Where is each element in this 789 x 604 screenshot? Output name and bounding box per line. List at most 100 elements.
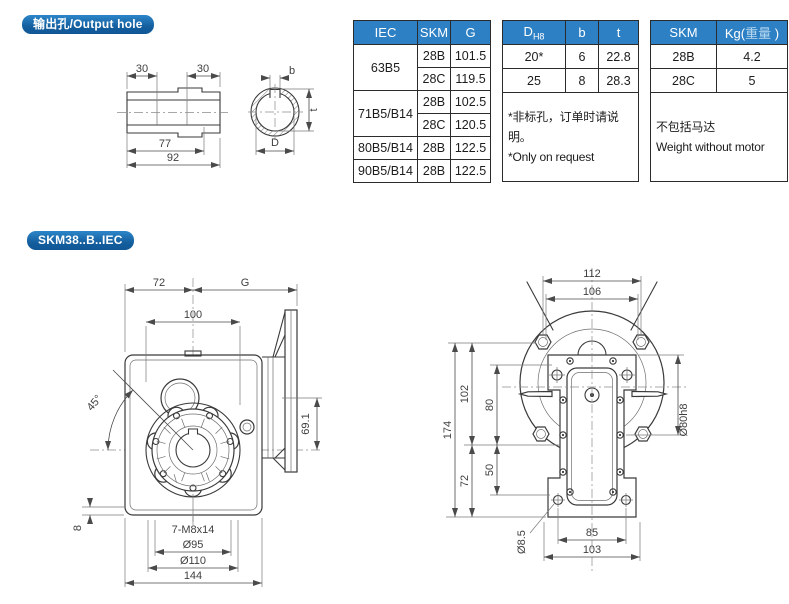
table-cell: 28C (417, 67, 451, 91)
table-cell: 20* (502, 44, 566, 69)
dim-144-label: 144 (184, 570, 202, 582)
table-row: 28C 120.5 (354, 113, 491, 137)
dim-80-label: 80 (484, 399, 496, 411)
section-badge-output-hole: 输出孔/Output hole (22, 15, 154, 34)
note-line-cn: 不包括马达 (656, 120, 716, 134)
dim-dia95-label: Ø95 (183, 539, 204, 551)
table-cell: 102.5 (450, 90, 491, 114)
table-cell: 28B (650, 44, 717, 69)
panel-hole-cross (549, 367, 635, 383)
table-cell: 119.5 (450, 67, 491, 91)
table-cell: 122.5 (450, 159, 491, 183)
cooling-fin-right (630, 281, 658, 331)
table-cell: 28B (417, 159, 451, 183)
hex-bolt (532, 334, 652, 442)
side-dims: 112 106 174 102 72 80 50 Ø8.5 Ø80h8 85 1… (442, 268, 690, 561)
table-row: 25 8 28.3 (502, 68, 639, 93)
table-note-row: *非标孔，订单时请说明。 *Only on request (502, 92, 639, 182)
table-note-cell: *非标孔，订单时请说明。 *Only on request (502, 92, 639, 182)
side-fin-left (517, 390, 553, 398)
table-row: 71B5/B14 28B 102.5 (353, 90, 491, 137)
col-header-g: G (450, 20, 491, 45)
table-cell: 22.8 (598, 44, 639, 69)
dim-b-label: b (289, 65, 295, 77)
dim-d-label: D (271, 137, 279, 149)
col-header-skm: SKM (417, 20, 451, 45)
table-cell: 71B5/B14 (353, 90, 418, 137)
dim-dia80h8-label: Ø80h8 (678, 403, 690, 436)
col-header-t: t (598, 20, 639, 45)
table-cell: 28.3 (598, 68, 639, 93)
col-header-d-h8: DH8 (502, 20, 566, 45)
bore-dimension-table: DH8 b t 20* 6 22.8 25 8 28.3 *非标孔，订单时请说明… (502, 20, 639, 182)
dim-77-label: 77 (159, 138, 171, 150)
table-cell: 120.5 (450, 113, 491, 137)
dim-50-label: 50 (484, 464, 496, 476)
table-cell: 25 (502, 68, 566, 93)
dim-102-label: 102 (459, 385, 471, 403)
table-header-row: SKM Kg(重量 ) (650, 20, 788, 45)
bore-cross-section (248, 84, 303, 140)
table-row: 20* 6 22.8 (502, 44, 639, 69)
dim-72-label: 72 (459, 475, 471, 487)
table-row: 28C 5 (650, 68, 788, 93)
table-cell: 28C (417, 113, 451, 137)
dim-dia8-5-label: Ø8.5 (516, 530, 528, 554)
table-cell: 28B (417, 136, 451, 160)
bearing-spokes (156, 418, 230, 483)
dim-85-label: 85 (586, 527, 598, 539)
table-row: 80B5/B14 28B 122.5 (353, 136, 491, 160)
front-dims: 72 G 100 69.1 8 7-M8x14 Ø95 Ø110 144 (72, 277, 322, 587)
table-cell: 6 (565, 44, 599, 69)
table-row: 90B5/B14 28B 122.5 (353, 159, 491, 183)
shaft-sleeve-dims: 30 30 77 92 (126, 63, 221, 168)
dim-92-label: 92 (167, 152, 179, 164)
table-cell: 101.5 (450, 44, 491, 68)
table-cell: 5 (716, 68, 788, 93)
table-cell: 8 (565, 68, 599, 93)
col-header-b: b (565, 20, 599, 45)
output-flange-side (262, 309, 298, 473)
dim-72-label: 72 (153, 277, 165, 289)
side-fin-right (631, 390, 669, 398)
dim-30-left-label: 30 (136, 63, 148, 75)
foot-hole-cross (551, 493, 633, 507)
table-cell: 28B (417, 90, 451, 114)
table-row: 28C 119.5 (354, 67, 491, 91)
table-note-row: 不包括马达 Weight without motor (650, 92, 788, 182)
note-line-en: *Only on request (508, 150, 595, 164)
table-row: 63B5 28B 101.5 (353, 44, 491, 91)
cooling-fin-left (526, 281, 554, 331)
col-header-kg: Kg(重量 ) (716, 20, 788, 45)
dim-t-label: t (308, 108, 320, 111)
dim-45deg-label: 45° (85, 393, 105, 413)
table-row: 28B 4.2 (650, 44, 788, 69)
table-header-row: DH8 b t (502, 20, 639, 45)
table-cell: 122.5 (450, 136, 491, 160)
iec-adapter-table: IEC SKM G 63B5 28B 101.5 28C 119.5 71B5/… (353, 20, 491, 183)
gearbox-side-view-drawing: 112 106 174 102 72 80 50 Ø8.5 Ø80h8 85 1… (442, 268, 690, 572)
gearbox-front-view-drawing: 45° 72 G 100 69.1 8 7-M8x14 Ø95 Ø110 144 (72, 277, 322, 587)
table-cell: 80B5/B14 (353, 136, 418, 160)
housing-body (502, 268, 686, 572)
col-header-iec: IEC (353, 20, 418, 45)
note-line-cn: *非标孔，订单时请说明。 (508, 110, 619, 144)
dim-103-label: 103 (583, 544, 601, 556)
note-line-en: Weight without motor (656, 140, 765, 154)
dim-7-m8x14-label: 7-M8x14 (172, 524, 215, 536)
output-hole-drawing: 30 30 77 92 b t D (117, 63, 320, 168)
table-cell: 28C (650, 68, 717, 93)
dim-174-label: 174 (442, 421, 454, 439)
dim-30-right-label: 30 (197, 63, 209, 75)
table-header-row: IEC SKM G (353, 20, 491, 45)
dim-112-label: 112 (583, 268, 601, 280)
dim-106-label: 106 (583, 286, 601, 298)
cover-screws (559, 357, 624, 496)
table-cell: 28B (417, 44, 451, 68)
shaft-sleeve-section (117, 87, 230, 138)
table-cell: 63B5 (353, 44, 418, 91)
bore-dims: b t D (255, 65, 320, 155)
oil-plug (239, 419, 255, 435)
section-badge-model: SKM38..B..IEC (27, 231, 134, 250)
